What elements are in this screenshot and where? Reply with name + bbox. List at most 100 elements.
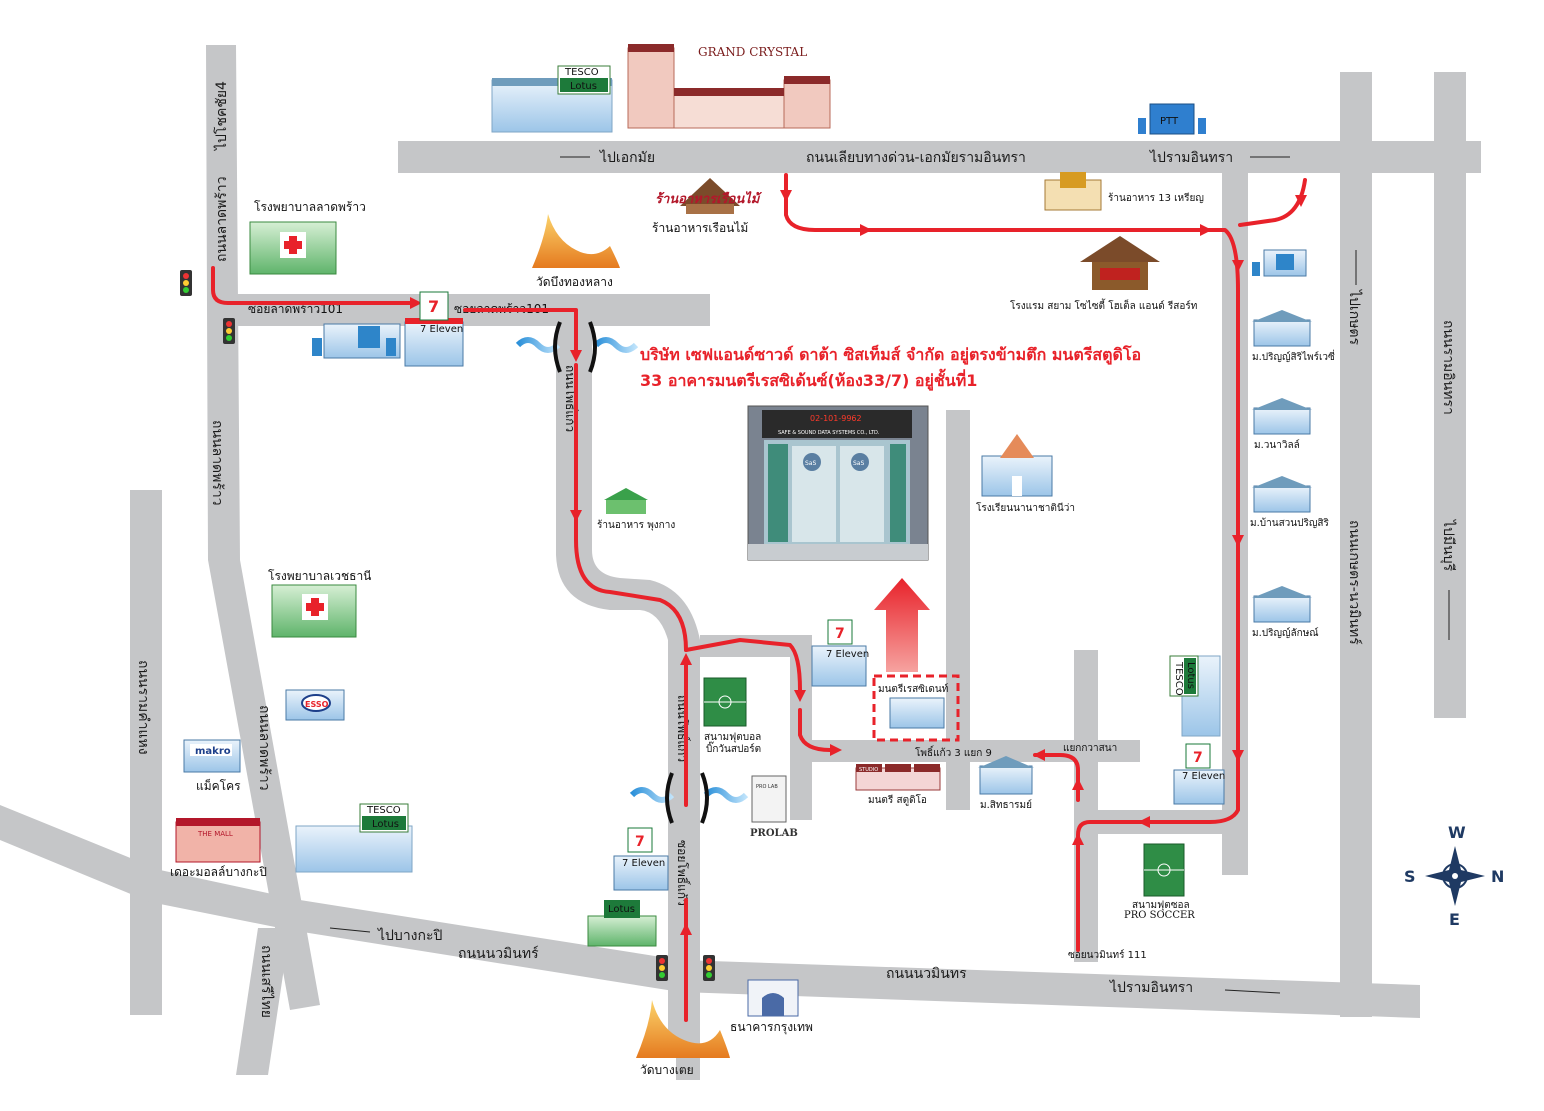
- label-ramintra: ถนนรามอินทรา: [1440, 320, 1456, 415]
- village-parinyalak: ม.ปริญญ์ลักษณ์: [1252, 586, 1319, 639]
- ruen-mai-sign: ร้านอาหารเรือนไม้: [655, 191, 762, 207]
- nanachat-school: โรงเรียนนานาชาตินีว่า: [976, 434, 1075, 514]
- company-note-line2: 33 อาคารมนตรีเรสซิเด้นซ์(ห้อง33/7) อยู่ช…: [640, 368, 977, 392]
- nanachat-label: โรงเรียนนานาชาตินีว่า: [976, 501, 1075, 514]
- montri-residence-label: มนตรีเรสซิเดนท์: [878, 683, 948, 695]
- the-mall-label: เดอะมอลล์บางกะปิ: [170, 865, 267, 879]
- compass-e: E: [1449, 910, 1460, 929]
- compass-rose: W E S N: [1404, 823, 1504, 929]
- roads: [0, 45, 1481, 1080]
- seven-eleven-logo: 7: [428, 297, 439, 316]
- road-phothikaew: [556, 326, 700, 1050]
- arrow-right-ramintra-bottom: [1224, 989, 1281, 994]
- lotus-logo: Lotus: [372, 819, 399, 830]
- traffic-light-icon: [223, 318, 235, 344]
- bangkok-bank-label: ธนาคารกรุงเทพ: [730, 1020, 813, 1035]
- route-arrowhead: [860, 224, 872, 236]
- wat-bangtoei-label: วัดบางเตย: [640, 1063, 694, 1077]
- compass-n: N: [1491, 867, 1504, 886]
- wat-bueng-label: วัดบึงทองหลาง: [536, 275, 613, 289]
- route-arrowhead: [830, 744, 842, 756]
- location-arrow: [874, 578, 930, 672]
- esso-station: ESSO: [285, 689, 345, 721]
- label-yaek-kwa-sana: แยกกวาสนา: [1063, 743, 1117, 754]
- traffic-light-icon: [703, 955, 715, 981]
- ptt-logo: PTT: [1160, 116, 1179, 127]
- road-ladprao: [206, 45, 320, 1010]
- label-to-minburi: ไปมีนบุรี: [1440, 519, 1457, 572]
- ruen-mai-restaurant: ร้านอาหารเรือนไม้ ร้านอาหารเรือนไม้: [652, 178, 762, 235]
- label-kaset-nawamin: ถนนเกษตร-นวมินทร์: [1346, 520, 1363, 645]
- label-nawamin-right: ถนนนวมินทร: [886, 966, 967, 982]
- pungkang-label: ร้านอาหาร พุงกาง: [597, 519, 675, 531]
- prolab-building: PRO LAB PROLAB: [750, 775, 798, 839]
- canal-icon: [629, 772, 749, 824]
- pro-lab-sign: PRO LAB: [756, 784, 778, 790]
- label-ladprao-low: ถนนลาดพร้าว: [256, 705, 272, 791]
- route-down-to-phothikaew3: [798, 708, 832, 752]
- route-arrowhead: [780, 190, 792, 202]
- parinya-siri-label: ม.ปริญญ์สิริไพร์เวซี่: [1252, 349, 1335, 363]
- route-arrowhead: [1200, 224, 1212, 236]
- compass-s: S: [1404, 867, 1416, 886]
- route-arrowhead: [794, 690, 806, 702]
- seven-eleven-logo: 7: [635, 834, 645, 850]
- makro-store: makro แม็คโคร: [183, 739, 241, 793]
- gas-station-right: [1252, 249, 1307, 277]
- football-field: สนามฟุตบอล บิ๊กวันสปอร์ต: [703, 677, 761, 755]
- seven-eleven-middle: 7 7 Eleven: [811, 619, 869, 687]
- vejthani-hospital: โรงพยาบาลเวชธานี: [268, 569, 371, 638]
- label-to-kaset: ไปเกษตร: [1346, 289, 1363, 346]
- seven-eleven-label: 7 Eleven: [420, 324, 463, 335]
- lotus-logo: Lotus: [570, 81, 597, 92]
- route-arrowhead: [570, 510, 582, 522]
- grand-crystal-building: GRAND CRYSTAL: [627, 44, 831, 129]
- route-arrowhead: [680, 923, 692, 935]
- lotus-express-logo: Lotus: [608, 904, 635, 915]
- route-arrowhead: [1138, 816, 1150, 828]
- photo-phone: 02-101-9962: [810, 414, 862, 423]
- route-arrowhead: [410, 297, 422, 309]
- office-photo: 02-101-9962 SAFE & SOUND DATA SYSTEMS CO…: [747, 405, 929, 561]
- village-wanawilla: ม.วนาวิลล์: [1252, 398, 1312, 451]
- route-arrowhead: [1072, 778, 1084, 790]
- photo-sign: SAFE & SOUND DATA SYSTEMS CO., LTD.: [778, 430, 880, 436]
- road-labels: ไปเอกมัย ถนนเลียบทางด่วน-เอกมัยรามอินทรา…: [135, 81, 1457, 1018]
- road-kaset-nawamin: [1340, 72, 1372, 1017]
- village-parinya-siri: ม.ปริญญ์สิริไพร์เวซี่: [1252, 310, 1335, 363]
- label-ladprao-mid: ถนนลาดพร้าว: [209, 420, 225, 506]
- montri-residence: มนตรีเรสซิเดนท์: [872, 674, 960, 742]
- wat-bueng-thonglang: วัดบึงทองหลาง: [532, 214, 620, 289]
- gas-station-left: [312, 323, 401, 359]
- tesco-logo: TESCO: [366, 805, 401, 816]
- label-phothikaew-mid: ถนนโพธิ์แก้ว: [675, 695, 691, 762]
- route-arrowhead: [1295, 195, 1307, 207]
- compass-w: W: [1448, 823, 1466, 842]
- tesco-logo: TESCO: [1173, 661, 1184, 696]
- ladprao-hospital: โรงพยาบาลลาดพร้าว: [249, 200, 366, 275]
- seven-eleven-left: 7 7 Eleven: [404, 291, 464, 367]
- company-note-line1: บริษัท เซฟแอนด์ซาวด์ ดาต้า ซิสเท็มส์ จำก…: [640, 343, 1141, 366]
- restaurant-13: ร้านอาหาร 13 เหรียญ: [1044, 172, 1204, 211]
- ruen-mai-label: ร้านอาหารเรือนไม้: [652, 221, 748, 235]
- road-montri-soi: [946, 410, 970, 810]
- makro-label: แม็คโคร: [196, 778, 241, 793]
- seven-eleven-label: 7 Eleven: [1182, 771, 1225, 782]
- siam-hotel-label: โรงแรม สยาม โซไซตี้ โฮเต็ล แอนด์ รีสอร์ท: [1010, 298, 1197, 312]
- label-ramkhamhaeng: ถนนรามคำแหง: [135, 660, 151, 755]
- road-serithai: [236, 928, 290, 1075]
- pro-soccer-label: PRO SOCCER: [1124, 910, 1195, 921]
- label-serithai: ถนนเสรีไทย: [258, 945, 275, 1018]
- tesco-logo: TESCO: [564, 67, 599, 78]
- label-nawamin-left: ถนนนวมินทร์: [458, 945, 539, 962]
- label-soi-phothikaew: ซอยโพธิ์แก้ว: [675, 840, 691, 906]
- football-label: สนามฟุตบอล: [704, 732, 761, 743]
- pro-soccer-field: สนามฟุตซอล PRO SOCCER: [1124, 843, 1195, 921]
- pro-soccer-th-label: สนามฟุตซอล: [1132, 900, 1190, 911]
- siam-society-hotel: โรงแรม สยาม โซไซตี้ โฮเต็ล แอนด์ รีสอร์ท: [1010, 236, 1197, 312]
- restaurant-13-label: ร้านอาหาร 13 เหรียญ: [1108, 192, 1204, 204]
- route-expressway-east: [1238, 178, 1307, 227]
- tesco-lotus-top: TESCO Lotus: [491, 65, 613, 133]
- ladprao-hospital-label: โรงพยาบาลลาดพร้าว: [254, 200, 366, 214]
